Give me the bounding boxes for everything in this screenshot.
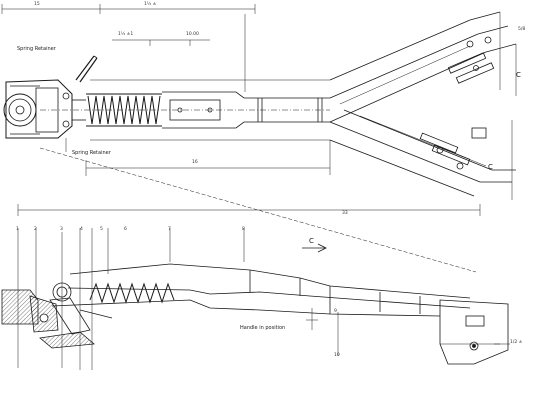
dimension-top-d: 10.00 xyxy=(186,32,199,37)
part-number-9: 9 xyxy=(334,309,337,314)
side-base-clamp xyxy=(1,282,72,333)
dimension-right-side: C xyxy=(516,71,521,79)
side-spring-coil xyxy=(89,282,175,304)
center-arrow xyxy=(302,243,327,253)
top-dimension-lines xyxy=(1,4,256,46)
part-number-7: 7 xyxy=(168,227,171,232)
dimension-right-top: 5/8 xyxy=(518,27,526,32)
part-number-4: 4 xyxy=(80,227,83,232)
dimension-center: C xyxy=(309,237,314,245)
part-number-3: 3 xyxy=(60,227,63,232)
part-number-5: 5 xyxy=(100,227,103,232)
side-reference-lines xyxy=(17,228,245,370)
top-view xyxy=(1,4,517,200)
spring-retainer-label-bottom: Spring Retainer xyxy=(72,150,111,156)
dimension-right-low: C xyxy=(488,163,493,171)
side-dimension-lines xyxy=(306,308,500,356)
part-number-2: 2 xyxy=(34,227,37,232)
dimension-top-c: 1½ ±1 xyxy=(118,32,134,37)
top-upper-arm xyxy=(329,11,517,123)
top-handle-lever xyxy=(75,55,98,83)
dimension-mid: 16 xyxy=(192,160,198,165)
long-diagonal-dimension xyxy=(39,147,477,273)
dimension-long: 33 xyxy=(342,211,348,216)
top-main-bar xyxy=(90,79,330,141)
dimension-top-b: 1½ ± xyxy=(144,2,157,7)
part-number-8: 8 xyxy=(242,227,245,232)
side-end-plate xyxy=(439,299,510,365)
dimension-top-a: 15 xyxy=(34,2,40,7)
part-number-6: 6 xyxy=(124,227,127,232)
top-extension-lines xyxy=(65,14,331,176)
top-lower-arm xyxy=(329,109,516,200)
dimension-right-bottom: 1/2 ± xyxy=(510,340,523,345)
part-number-10: 10 xyxy=(334,353,340,358)
top-head-assembly xyxy=(3,79,86,139)
part-number-1: 1 xyxy=(16,227,19,232)
top-spring-coil xyxy=(86,93,162,127)
handle-position-label: Handle in position xyxy=(240,325,286,331)
side-lever xyxy=(39,297,113,349)
long-horizontal-dimension xyxy=(17,204,481,216)
side-body xyxy=(51,263,471,317)
side-view xyxy=(1,228,510,370)
spring-retainer-label-top: Spring Retainer xyxy=(17,46,56,52)
